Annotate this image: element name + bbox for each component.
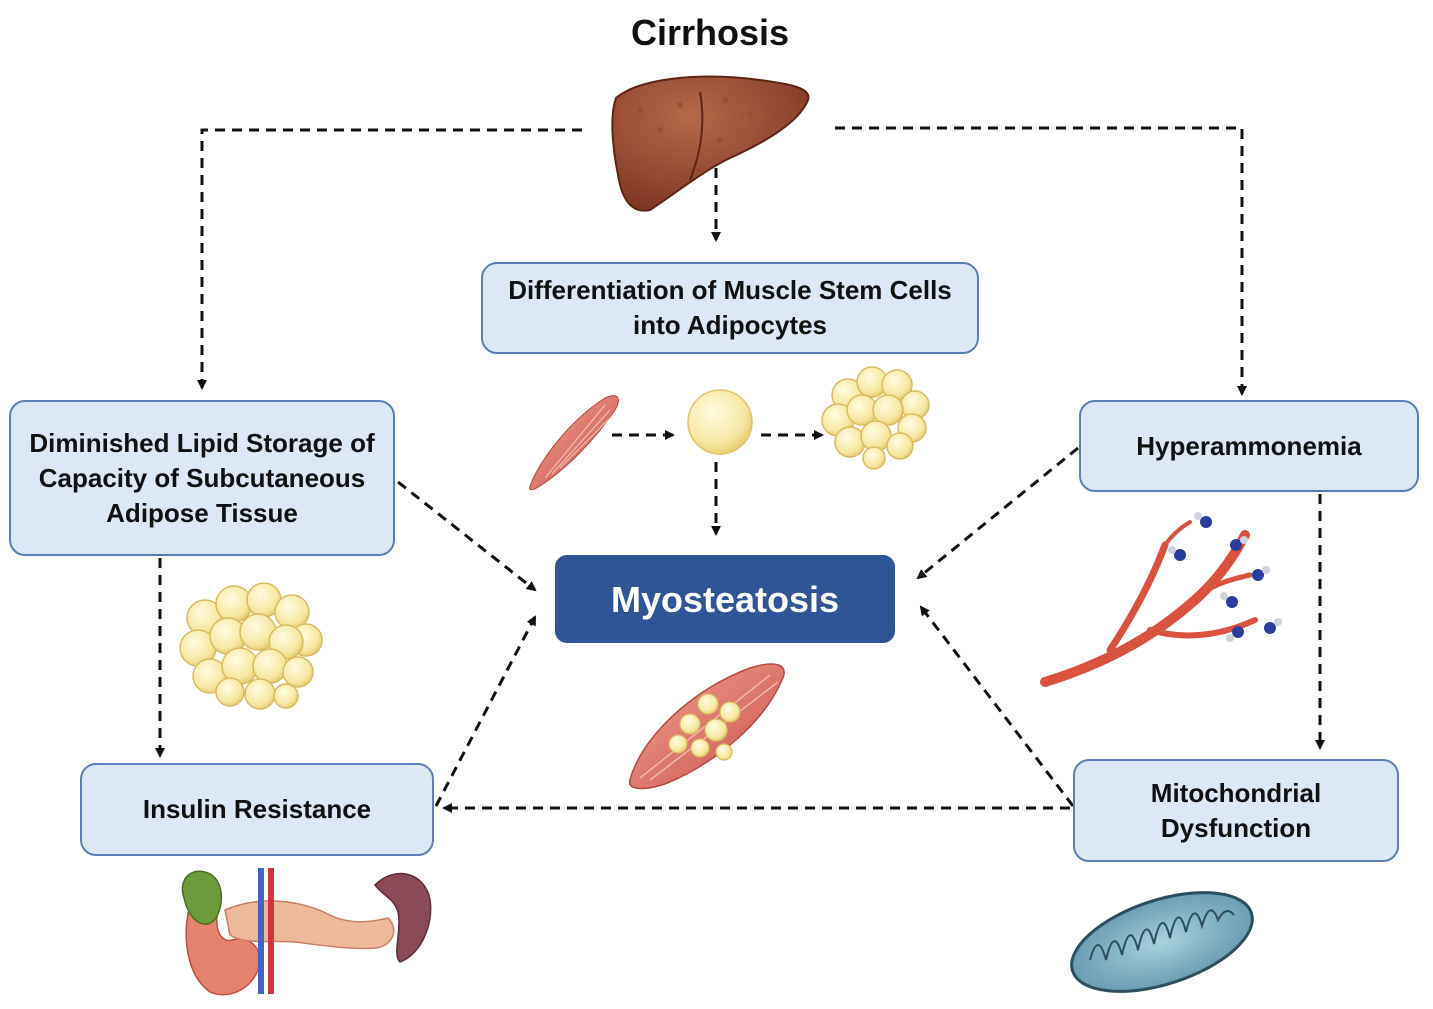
fatty-muscle-icon: [629, 663, 785, 790]
mitochondrial-box: Mitochondrial Dysfunction: [1073, 759, 1399, 862]
hyperammonemia-label: Hyperammonemia: [1136, 430, 1362, 461]
hyperammonemia-box: Hyperammonemia: [1079, 400, 1419, 492]
insulin-resistance-label: Insulin Resistance: [142, 794, 372, 824]
edge-mitochondrial-to-myosteatosis: [919, 605, 1075, 807]
differentiation-label: Differentiation of Muscle Stem Cells int…: [508, 275, 952, 340]
edge-lipid-storage-to-myosteatosis: [397, 480, 537, 592]
mitochondrion-icon: [1070, 891, 1254, 993]
myosteatosis-label: Myosteatosis: [610, 578, 840, 620]
myosteatosis-box: Myosteatosis: [555, 555, 895, 643]
pancreas-icon: [181, 868, 432, 996]
differentiation-box: Differentiation of Muscle Stem Cells int…: [481, 262, 979, 354]
lipid-storage-label: Diminished Lipid Storage of Capacity of …: [29, 427, 375, 528]
stem-cell-icon: [687, 389, 753, 455]
muscle-fiber-icon: [529, 395, 619, 491]
diagram-title: Cirrhosis: [630, 12, 790, 53]
mitochondrial-label: Mitochondrial Dysfunction: [1150, 777, 1322, 843]
liver-icon: [611, 75, 810, 212]
blood-vessel-ammonia-icon: [1040, 512, 1282, 687]
adipocyte-cluster-icon: [821, 366, 930, 470]
edge-insulin-resistance-to-myosteatosis: [434, 615, 537, 807]
edge-hyperammonemia-to-myosteatosis: [916, 446, 1079, 580]
edge-cirrhosis-to-hyperammonemia: [835, 126, 1247, 396]
edge-cirrhosis-to-lipid-storage: [197, 128, 582, 390]
insulin-resistance-box: Insulin Resistance: [80, 763, 434, 856]
lipid-storage-box: Diminished Lipid Storage of Capacity of …: [9, 400, 395, 556]
adipose-tissue-icon: [179, 582, 323, 710]
